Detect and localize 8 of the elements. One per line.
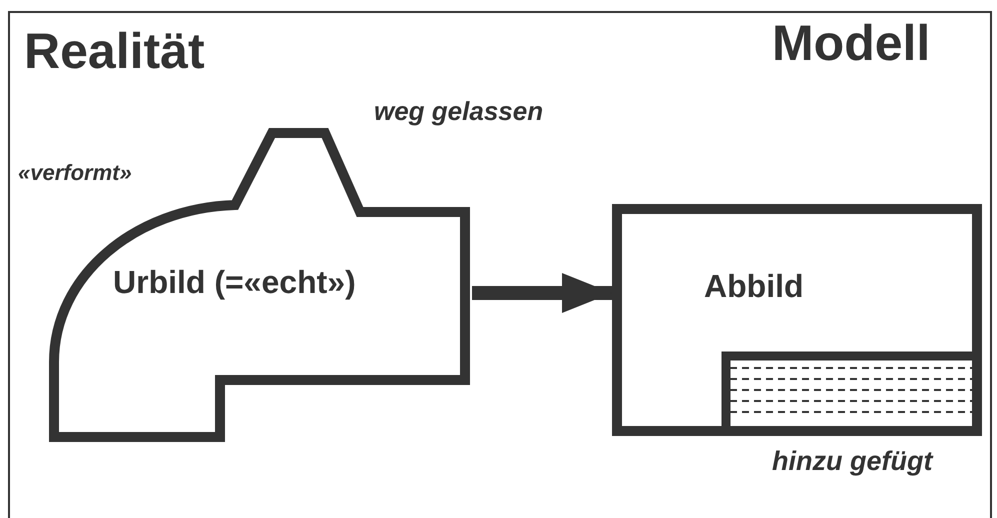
column-heading: Modell — [772, 18, 930, 68]
annotation-text: hinzu gefügt — [772, 448, 932, 475]
annotation-text: «verformt» — [18, 162, 132, 184]
column-heading: Realität — [24, 26, 205, 76]
node-label: Abbild — [704, 270, 804, 302]
node-label: Urbild (=«echt») — [113, 266, 356, 298]
arrow — [472, 273, 612, 313]
annotation-text: weg gelassen — [374, 98, 544, 124]
